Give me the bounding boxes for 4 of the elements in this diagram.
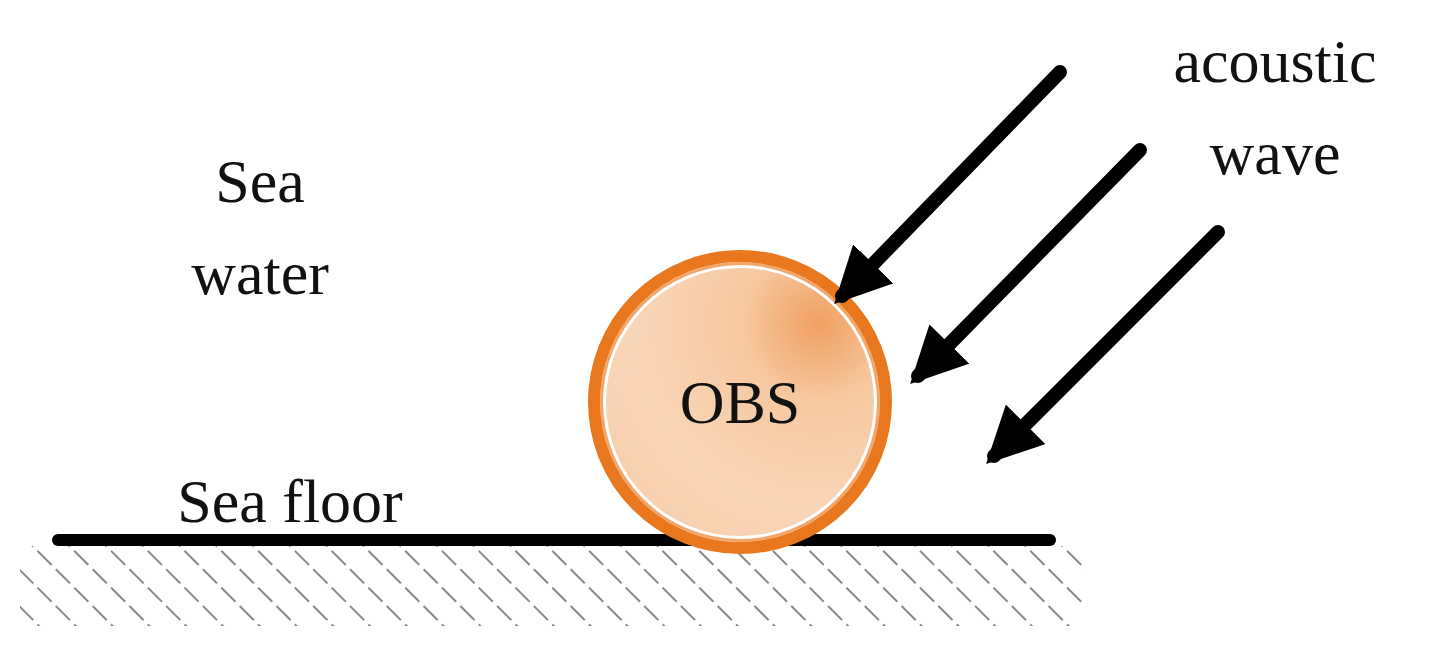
floor-label: Sea floor <box>176 466 404 537</box>
wave-label: acoustic wave <box>1172 26 1378 189</box>
obs-sphere: OBS <box>588 250 892 554</box>
water-label: Sea water <box>190 146 330 309</box>
